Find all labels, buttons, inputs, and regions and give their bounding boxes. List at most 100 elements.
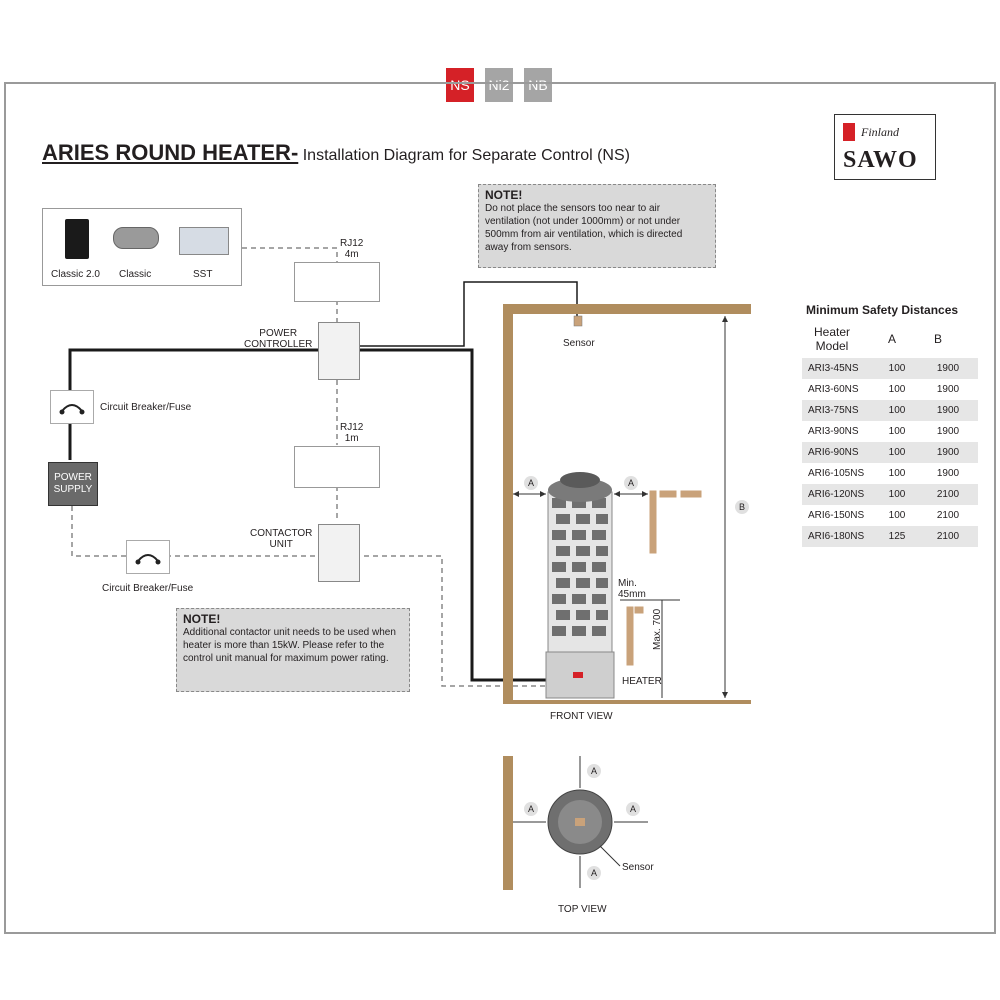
note-bottom-title: NOTE! <box>183 612 221 626</box>
heater-front <box>545 472 615 699</box>
cell-a: 100 <box>876 400 918 421</box>
sensor-mark <box>573 315 583 327</box>
top-view-a-right: A <box>626 802 640 816</box>
power-controller-label: POWER CONTROLLER <box>244 328 312 350</box>
contactor-unit-line1: CONTACTOR <box>250 528 313 539</box>
cell-model: ARI3-45NS <box>802 358 876 379</box>
dimension-b: B <box>735 500 749 514</box>
power-controller-line1: POWER <box>259 328 298 339</box>
classic2-panel-icon <box>65 219 89 259</box>
switch-icon <box>135 554 161 565</box>
sst-panel-icon <box>179 227 229 255</box>
cell-a: 100 <box>876 463 918 484</box>
cell-model: ARI6-105NS <box>802 463 876 484</box>
power-supply-line1: POWER <box>54 472 92 483</box>
note-bottom-line: heater is more than 15kW. Please refer t… <box>183 640 385 651</box>
cell-model: ARI6-90NS <box>802 442 876 463</box>
rj12-top-type: RJ12 <box>340 238 364 249</box>
header-model: Heater Model <box>800 325 864 353</box>
page-title: ARIES ROUND HEATER- Installation Diagram… <box>42 140 630 166</box>
contactor-unit-label: CONTACTOR UNIT <box>250 528 312 550</box>
power-controller-line2: CONTROLLER <box>244 339 313 350</box>
min-label-text: Min. <box>618 578 637 589</box>
cell-a: 100 <box>876 421 918 442</box>
wall-left <box>503 304 513 702</box>
cell-model: ARI6-150NS <box>802 505 876 526</box>
power-controller-unit <box>318 322 360 380</box>
sensor-cable <box>355 281 578 347</box>
title-main: ARIES ROUND HEATER- <box>42 140 299 165</box>
cell-b: 2100 <box>918 526 978 547</box>
circuit-breaker-1 <box>50 390 94 424</box>
logo-brand: SAWO <box>843 147 918 173</box>
wall-left-top-view <box>503 756 513 890</box>
cell-model: ARI6-120NS <box>802 484 876 505</box>
cell-a: 100 <box>876 505 918 526</box>
front-view-caption: FRONT VIEW <box>550 711 613 722</box>
control-panels-box: Classic 2.0 Classic SST <box>42 208 242 286</box>
circuit-breaker-1-label: Circuit Breaker/Fuse <box>100 402 192 413</box>
top-view-a-bottom: A <box>587 866 601 880</box>
max-label: Max. 700 <box>652 608 663 650</box>
note-contactor: NOTE! Additional contactor unit needs to… <box>176 608 410 692</box>
title-sub: Installation Diagram for Separate Contro… <box>302 147 630 164</box>
rj12-bottom-length: 1m <box>344 433 359 444</box>
logo-script: Finland <box>861 125 899 139</box>
cell-b: 1900 <box>918 379 978 400</box>
rj12-top-length: 4m <box>344 249 359 260</box>
cell-model: ARI3-60NS <box>802 379 876 400</box>
top-view-caption: TOP VIEW <box>558 904 607 915</box>
diagram-frame <box>4 82 996 934</box>
ceiling <box>503 304 751 314</box>
tab-ni2[interactable]: Ni2 <box>485 68 513 102</box>
top-view-a-left: A <box>524 802 538 816</box>
control-label-sst: SST <box>193 269 213 280</box>
cell-model: ARI3-90NS <box>802 421 876 442</box>
dimension-a-right: A <box>624 476 638 490</box>
cell-b: 2100 <box>918 484 978 505</box>
cell-b: 1900 <box>918 400 978 421</box>
header-model-line1: Heater <box>813 325 851 339</box>
rj12-cable-image-bottom <box>294 446 380 488</box>
cell-b: 1900 <box>918 421 978 442</box>
cell-a: 100 <box>876 379 918 400</box>
rj12-top-label: RJ12 4m <box>340 238 363 260</box>
cell-model: ARI3-75NS <box>802 400 876 421</box>
safety-table-header: Heater Model A B <box>800 325 970 357</box>
cell-a: 100 <box>876 484 918 505</box>
circuit-breaker-2 <box>126 540 170 574</box>
cell-b: 1900 <box>918 358 978 379</box>
note-top-title: NOTE! <box>485 188 523 202</box>
control-label-classic: Classic <box>119 269 152 280</box>
rj12-bottom-label: RJ12 1m <box>340 422 363 444</box>
dimension-a-left: A <box>524 476 538 490</box>
rj12-cable-image-top <box>294 262 380 302</box>
header-a: A <box>888 332 897 346</box>
top-view-a-top: A <box>587 764 601 778</box>
min-label-value: 45mm <box>618 589 646 600</box>
floor <box>503 700 751 704</box>
cell-model: ARI6-180NS <box>802 526 876 547</box>
cell-b: 2100 <box>918 505 978 526</box>
cell-a: 100 <box>876 442 918 463</box>
min-label: Min. 45mm <box>618 578 646 600</box>
rj12-cable-top <box>242 247 338 262</box>
sawo-logo: Finland SAWO <box>834 114 936 180</box>
contactor-to-heater-cable <box>355 555 548 687</box>
tab-ns[interactable]: NS <box>446 68 474 102</box>
note-top-line: 500mm from air ventilation, which is dir… <box>485 229 683 240</box>
circuit-breaker-2-label: Circuit Breaker/Fuse <box>102 583 194 594</box>
tab-nb[interactable]: NB <box>524 68 552 102</box>
contactor-cable <box>71 506 318 557</box>
note-top-line: ventilation (not under 1000mm) or not un… <box>485 216 681 227</box>
